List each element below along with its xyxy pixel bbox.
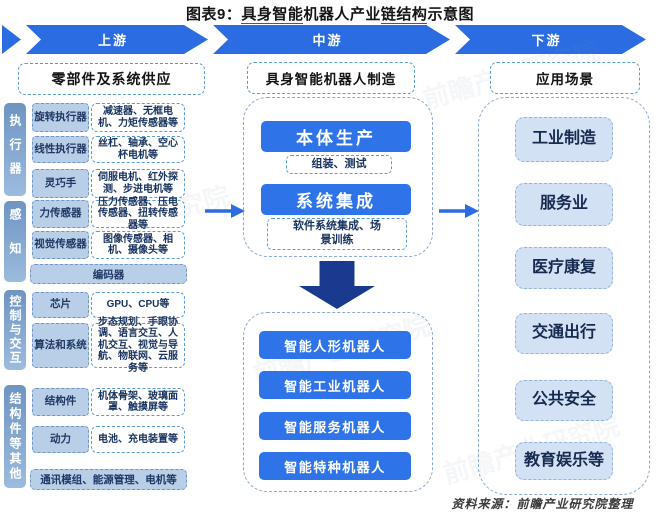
title-suffix: 示意图 <box>427 6 474 23</box>
title-prefix: 图表9： <box>186 6 242 23</box>
component-row: 芯片 GPU、CPU等 <box>32 292 185 318</box>
component-row: 算法和系统 步态规划、手眼协调、语言交互、人机交互、视觉与导航、物联网、云服务等 <box>32 317 185 374</box>
flow-arrow-right-icon <box>439 204 479 218</box>
scene-education-entertainment: 教育娱乐等 <box>515 442 613 480</box>
banner-downstream: 下游 <box>455 25 646 54</box>
body-production-button: 本体生产 <box>261 121 411 152</box>
products-container <box>243 312 433 492</box>
chevron-tail-icon <box>2 25 21 54</box>
down-arrow-icon <box>299 261 375 309</box>
banner-midstream: 中游 <box>213 25 450 54</box>
component-label: 视觉传感器 <box>32 231 89 259</box>
scene-transportation: 交通出行 <box>515 313 613 354</box>
component-desc: 伺服电机、红外探测、步进电机等 <box>91 169 185 198</box>
category-control-interaction: 控制与交互 <box>4 290 26 370</box>
right-column-header: 应用场景 <box>490 62 640 94</box>
banner-upstream: 上游 <box>26 25 208 54</box>
component-desc: 丝杠、轴承、空心杯电机等 <box>91 136 185 163</box>
component-desc: 压力传感器、压电传感器、扭转传感器等 <box>91 197 185 231</box>
page-title: 图表9：具身智能机器人产业链结构示意图 <box>0 3 660 26</box>
title-middle: 机器人产业 <box>303 6 381 23</box>
component-desc: 图像传感器、相机、摄像头等 <box>91 231 185 259</box>
scene-public-safety: 公共安全 <box>515 380 613 421</box>
component-label: 力传感器 <box>32 200 89 228</box>
component-label: 芯片 <box>32 292 89 318</box>
manufacturing-container <box>243 97 433 257</box>
category-perception: 感知 <box>4 201 26 282</box>
category-actuator: 执行器 <box>4 103 26 196</box>
source-note: 资料来源：前瞻产业研究院整理 <box>451 497 634 511</box>
component-row: 视觉传感器 图像传感器、相机、摄像头等 <box>32 231 185 259</box>
component-desc: 减速器、无框电机、力矩传感器等 <box>91 103 185 132</box>
scenes-container <box>478 97 650 495</box>
system-integration-button: 系统集成 <box>261 184 411 215</box>
component-label: 旋转执行器 <box>32 103 89 132</box>
component-row: 旋转执行器 减速器、无框电机、力矩传感器等 <box>32 103 185 132</box>
component-row: 动力 电池、充电装置等 <box>32 426 185 453</box>
component-row: 线性执行器 丝杠、轴承、空心杯电机等 <box>32 136 185 163</box>
component-wide-row: 编码器 <box>30 264 187 284</box>
system-integration-detail: 软件系统集成、场景训练 <box>267 218 407 250</box>
product-industrial-robot: 智能工业机器人 <box>259 371 411 399</box>
product-service-robot: 智能服务机器人 <box>259 412 411 440</box>
component-label: 灵巧手 <box>32 169 89 198</box>
component-label: 结构件 <box>32 388 89 416</box>
flow-arrow-right-icon <box>205 204 245 218</box>
scene-medical-rehabilitation: 医疗康复 <box>515 247 613 289</box>
product-humanoid-robot: 智能人形机器人 <box>259 331 411 359</box>
component-wide-row: 通讯模组、能源管理、电机等 <box>30 469 187 490</box>
component-row: 力传感器 压力传感器、压电传感器、扭转传感器等 <box>32 197 185 231</box>
component-desc: 步态规划、手眼协调、语言交互、人机交互、视觉与导航、物联网、云服务等 <box>91 317 185 374</box>
body-production-detail: 组装、测试 <box>286 155 392 174</box>
component-desc: 机体骨架、玻璃面罩、触摸屏等 <box>91 388 185 416</box>
middle-column-header: 具身智能机器人制造 <box>247 62 415 94</box>
component-row: 灵巧手 伺服电机、红外探测、步进电机等 <box>32 169 185 198</box>
title-underlined-2: 链结构 <box>380 6 428 26</box>
scene-industrial-manufacturing: 工业制造 <box>515 117 613 162</box>
category-structural-other: 结构件等其他 <box>4 385 26 488</box>
scene-service-industry: 服务业 <box>515 183 613 226</box>
product-special-robot: 智能特种机器人 <box>259 452 411 480</box>
component-row: 结构件 机体骨架、玻璃面罩、触摸屏等 <box>32 388 185 416</box>
component-label: 动力 <box>32 426 89 453</box>
component-desc: 电池、充电装置等 <box>91 426 185 453</box>
stage-banner: 上游 中游 下游 <box>0 25 660 54</box>
title-underlined-1: 具身智能 <box>241 6 304 26</box>
component-label: 算法和系统 <box>32 323 89 368</box>
component-desc: GPU、CPU等 <box>91 292 185 318</box>
component-label: 线性执行器 <box>32 136 89 163</box>
left-column-header: 零部件及系统供应 <box>18 63 205 95</box>
